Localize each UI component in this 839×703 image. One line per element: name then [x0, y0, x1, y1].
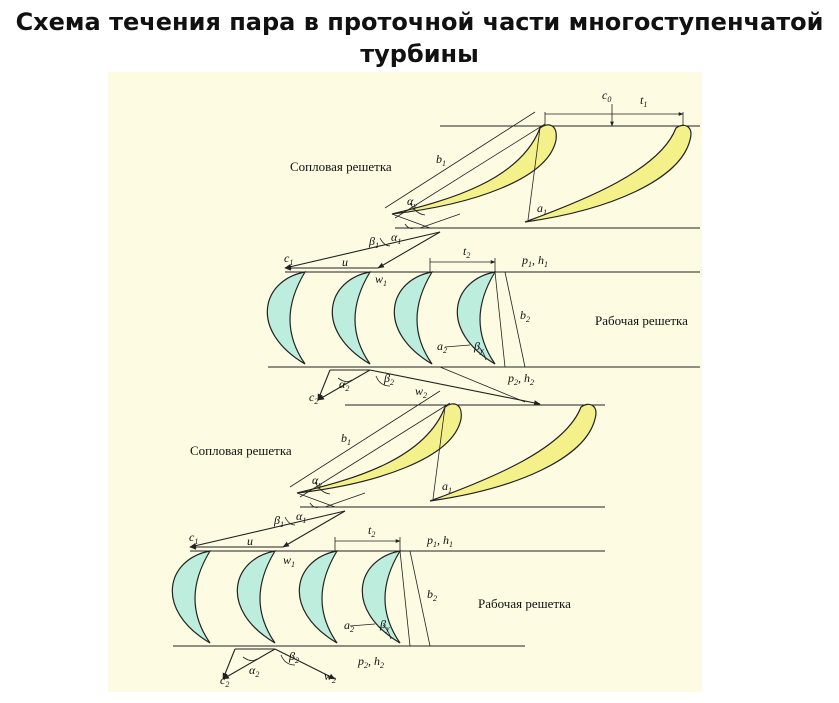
c0-label: c0: [602, 88, 611, 104]
beta1-label: β1: [368, 234, 379, 250]
t1-label: t1: [640, 93, 647, 109]
w1-label: w1: [375, 272, 387, 288]
nozzle-grid: [384, 104, 700, 229]
a1-label: a1: [442, 479, 452, 495]
stage-1: [266, 104, 700, 406]
rotor-blade: [171, 550, 212, 644]
alpha-y-label: αy: [312, 473, 322, 489]
nozzle-grid-label: Сопловая решетка: [290, 159, 392, 174]
a1-label: a1: [537, 201, 547, 217]
nozzle-grid: [289, 390, 605, 508]
beta-y-label: βy: [379, 617, 390, 633]
w1-label: w1: [283, 553, 295, 569]
beta2-label: β2: [383, 371, 394, 387]
a2-label: a2: [344, 618, 354, 634]
rotor-blade: [361, 550, 402, 644]
p2h2-label: p2, h2: [357, 654, 384, 670]
velocity-triangle-outlet: [222, 648, 336, 680]
velocity-triangle-outlet: [317, 366, 541, 406]
u-label: u: [342, 255, 348, 269]
rotor-blade: [236, 550, 277, 644]
b2-label: b2: [520, 308, 530, 324]
nozzle-blade: [524, 124, 692, 223]
rotor-grid-label: Рабочая решетка: [478, 596, 571, 611]
beta1-label: β1: [273, 513, 284, 529]
p2h2-label: p2, h2: [507, 371, 534, 387]
rotor-blade: [266, 271, 307, 365]
b2-label: b2: [427, 587, 437, 603]
rotor-blade: [393, 271, 434, 365]
c1-label: c1: [189, 530, 198, 546]
diagram-background: [108, 72, 702, 692]
nozzle-grid-label: Сопловая решетка: [190, 443, 292, 458]
c1-label: c1: [284, 251, 293, 267]
velocity-triangle-inlet: [284, 231, 441, 271]
alpha1-label: α1: [296, 509, 306, 525]
w2-label: w2: [415, 384, 427, 400]
p1h1-label: p1, h1: [521, 253, 548, 269]
rotor-blade: [456, 271, 497, 365]
b1-label: b1: [436, 152, 446, 168]
rotor-blade: [298, 550, 339, 644]
nozzle-blade: [429, 403, 597, 502]
p1h1-label: p1, h1: [426, 533, 453, 549]
rotor-grid-label: Рабочая решетка: [595, 313, 688, 328]
beta2-label: β2: [288, 649, 299, 665]
a2-label: a2: [437, 339, 447, 355]
u-label: u: [247, 534, 253, 548]
beta-y-label: βy: [473, 339, 484, 355]
alpha2-label: α2: [339, 377, 349, 393]
alpha-y-label: αy: [407, 194, 417, 210]
c2-label: c2: [220, 673, 229, 689]
nozzle-blade: [296, 403, 462, 494]
t2-label: t2: [368, 523, 375, 539]
w2-label: w2: [324, 669, 336, 685]
alpha1-label: α1: [391, 230, 401, 246]
stage-2: [171, 390, 605, 680]
nozzle-blade: [391, 124, 557, 215]
velocity-triangle-inlet: [189, 510, 346, 550]
b1-label: b1: [341, 431, 351, 447]
t2-label: t2: [463, 244, 470, 260]
c2-label: c2: [309, 390, 318, 406]
rotor-grid: [171, 537, 605, 647]
page-title: Схема течения пара в проточной части мно…: [15, 8, 824, 68]
alpha2-label: α2: [249, 663, 259, 679]
rotor-blade: [331, 271, 372, 365]
rotor-grid: [266, 258, 700, 368]
